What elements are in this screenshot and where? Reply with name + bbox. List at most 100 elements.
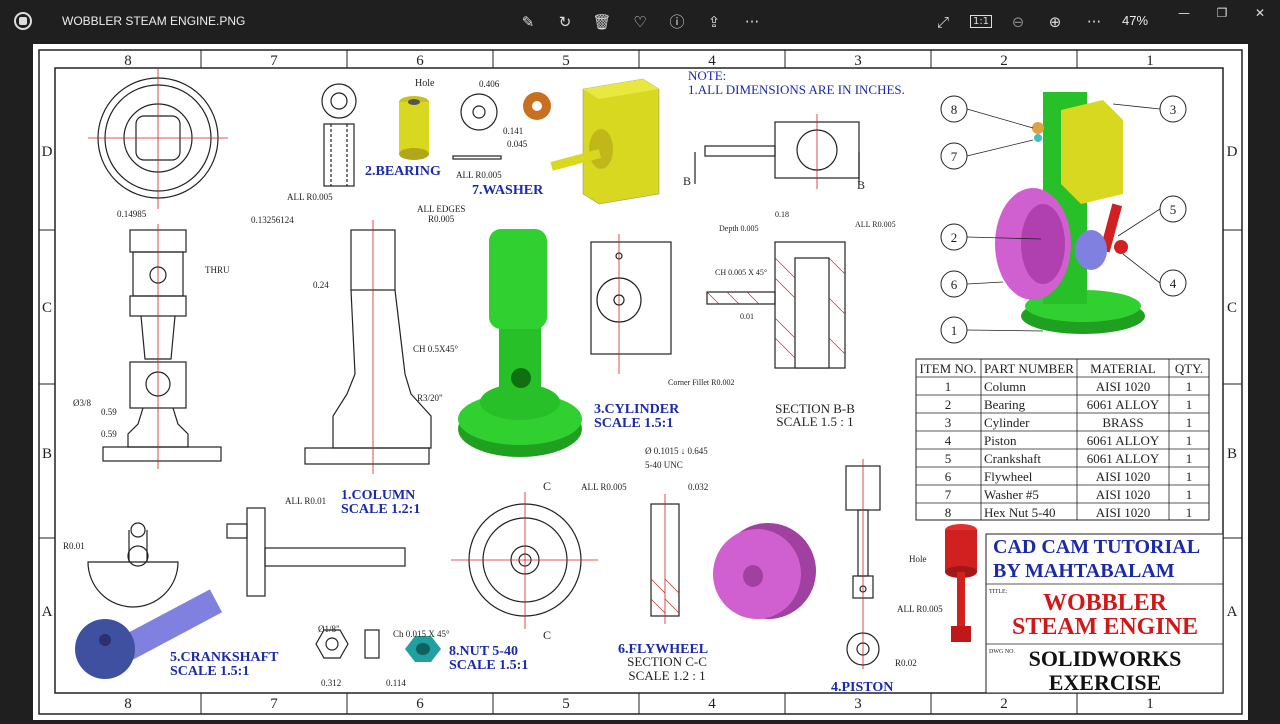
- cylinder-label: 3.CYLINDER: [594, 402, 680, 417]
- chamfer-note: CH 0.005 X 45°: [715, 268, 767, 277]
- dim: 0.045: [507, 139, 528, 149]
- col-label: 5: [562, 696, 570, 712]
- dim: 0.312: [321, 678, 341, 688]
- title-bar: WOBBLER STEAM ENGINE.PNG ✎ ↻ 🗑 ♡ ⓘ ⇪ ···…: [0, 0, 1280, 44]
- svg-text:Column: Column: [984, 379, 1026, 394]
- piston-label: 4.PISTON: [831, 680, 893, 695]
- share-icon[interactable]: ⇪: [707, 13, 721, 31]
- row-label: A: [42, 604, 53, 620]
- chamfer: CH 0.5X45°: [413, 344, 459, 354]
- cylinder-scale: SCALE 1.5:1: [594, 416, 673, 431]
- hole-note: Ø 0.1015 ↓ 0.645: [645, 446, 708, 456]
- zoom-in-icon[interactable]: ⊕: [1048, 13, 1062, 31]
- title-line2: STEAM ENGINE: [1012, 614, 1198, 640]
- depth-note: Depth 0.005: [719, 224, 759, 233]
- col-label: 8: [124, 696, 132, 712]
- column-dims: 0.14985 0.13256124 0.59 Ø3/8 0.59 THRU 0…: [73, 209, 329, 439]
- all-edges: ALL EDGES: [417, 204, 465, 214]
- row-label: D: [1227, 144, 1238, 160]
- close-icon[interactable]: ✕: [1254, 6, 1266, 20]
- hole-note: Hole: [909, 554, 927, 564]
- col-label: 1: [1146, 53, 1154, 69]
- more-icon[interactable]: ···: [744, 13, 760, 31]
- svg-text:1: 1: [1186, 469, 1193, 484]
- nut-views: [315, 629, 380, 659]
- dim: 0.18: [775, 210, 789, 219]
- svg-text:1: 1: [1186, 451, 1193, 466]
- dim: 0.114: [386, 678, 406, 688]
- nut-3d: [405, 636, 441, 662]
- rotate-icon[interactable]: ↻: [558, 13, 572, 31]
- actual-size-icon[interactable]: 1:1: [969, 10, 993, 34]
- cylinder-3d: [550, 78, 660, 205]
- svg-text:6061 ALLOY: 6061 ALLOY: [1087, 451, 1160, 466]
- dwg-tag: DWG NO.: [989, 649, 1015, 655]
- svg-text:1: 1: [1186, 415, 1193, 430]
- balloon: 4: [1170, 276, 1177, 291]
- col-label: 6: [416, 53, 424, 69]
- balloon: 1: [951, 323, 958, 338]
- column-scale: SCALE 1.2:1: [341, 502, 420, 517]
- section-letter: B: [683, 174, 691, 188]
- bom-header: QTY.: [1175, 361, 1203, 376]
- image-canvas[interactable]: 8 7 6 5 4 3 2 1 8 7 6 5 4 3 2 1 D C B A …: [33, 44, 1248, 720]
- col-label: 6: [416, 696, 424, 712]
- svg-text:1: 1: [1186, 397, 1193, 412]
- row-label: B: [42, 446, 52, 462]
- zoom-out-icon[interactable]: ⊖: [1011, 13, 1025, 31]
- photos-app-icon: [14, 12, 32, 30]
- cylinder-top-view: [694, 121, 860, 184]
- svg-text:4: 4: [945, 433, 952, 448]
- col-label: 1: [1146, 696, 1154, 712]
- col-label: 4: [708, 53, 716, 69]
- thru-note: THRU: [205, 265, 230, 275]
- svg-text:2: 2: [945, 397, 952, 412]
- section-bb-label: SECTION B-B: [775, 401, 855, 416]
- dwg-line2: EXERCISE: [1049, 670, 1161, 695]
- leader-lines: [966, 103, 1161, 332]
- file-name: WOBBLER STEAM ENGINE.PNG: [62, 14, 246, 28]
- col-label: 7: [270, 696, 278, 712]
- info-icon[interactable]: ⓘ: [669, 13, 685, 31]
- col-label: 7: [270, 53, 278, 69]
- chamfer-note: Ch 0.015 X 45°: [393, 629, 450, 639]
- more-options-icon[interactable]: ···: [1086, 13, 1102, 31]
- balloon: 3: [1170, 102, 1177, 117]
- edit-icon[interactable]: ✎: [521, 13, 535, 31]
- dim: 0.59: [101, 429, 117, 439]
- minimize-icon[interactable]: —: [1178, 6, 1190, 20]
- svg-text:BRASS: BRASS: [1102, 415, 1143, 430]
- bom-header: PART NUMBER: [984, 361, 1074, 376]
- svg-text:1: 1: [1186, 433, 1193, 448]
- actual-size-label: 1:1: [969, 15, 993, 28]
- crankshaft-views: [87, 507, 406, 608]
- dim: 0.032: [688, 482, 708, 492]
- row-label: B: [1227, 446, 1237, 462]
- favorite-icon[interactable]: ♡: [633, 13, 647, 31]
- balloon: 8: [951, 102, 958, 117]
- viewer-background-left: [0, 44, 33, 720]
- outer-border: [38, 49, 1243, 715]
- column-front-view: [102, 229, 222, 462]
- center-lines: [88, 69, 228, 209]
- svg-text:3: 3: [945, 415, 952, 430]
- svg-text:Crankshaft: Crankshaft: [984, 451, 1041, 466]
- dwg-line1: SOLIDWORKS: [1029, 646, 1182, 671]
- all-r0005: ALL R0.005: [287, 192, 333, 202]
- svg-text:8: 8: [945, 505, 952, 520]
- row-label: C: [42, 300, 52, 316]
- fullscreen-icon[interactable]: ⤢: [936, 13, 949, 31]
- delete-icon[interactable]: 🗑: [592, 13, 612, 31]
- col-label: 4: [708, 696, 716, 712]
- dim: 0.14985: [117, 209, 147, 219]
- engineering-drawing: 8 7 6 5 4 3 2 1 8 7 6 5 4 3 2 1 D C B A …: [38, 49, 1243, 715]
- title-block: CAD CAM TUTORIAL BY MAHTABALAM TITLE: WO…: [985, 533, 1224, 695]
- note-title: NOTE:: [688, 68, 726, 83]
- maximize-icon[interactable]: ❐: [1216, 6, 1228, 20]
- col-label: 8: [124, 53, 132, 69]
- section-letter: B: [857, 178, 865, 192]
